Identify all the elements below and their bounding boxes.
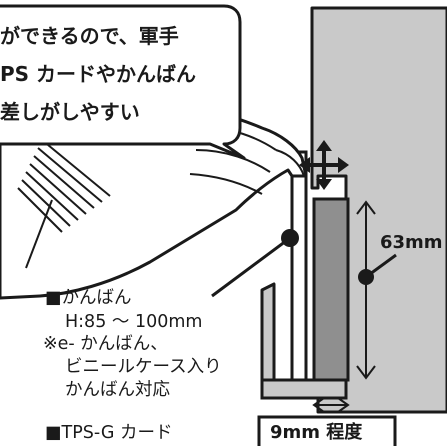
- height-dimension-label: 63mm: [380, 232, 443, 253]
- kanban-title: ■かんばん: [45, 288, 132, 308]
- holder-lip: [260, 282, 276, 382]
- bottom-bracket: [260, 378, 348, 400]
- kanban-leader-line: [211, 236, 291, 298]
- kanban-support-note: かんばん対応: [65, 380, 170, 400]
- tps-card-label: ■TPS-G カード: [45, 423, 173, 443]
- move-arrows-icon: [299, 140, 349, 190]
- card-slot-insert: [312, 197, 350, 382]
- glove-cuff-ribs: [17, 139, 111, 269]
- depth-dimension-label: 9mm 程度: [270, 422, 363, 443]
- kanban-card: [290, 150, 308, 382]
- kanban-size: H:85 ～ 100mm: [65, 312, 203, 332]
- bubble-line-3: 差しがしやすい: [0, 100, 140, 124]
- e-kanban-note: ※e- かんばん、: [43, 334, 168, 354]
- kanban-leader-dot: [281, 229, 299, 247]
- bubble-line-2: PS カードやかんばん: [0, 62, 197, 86]
- depth-dimension-arrow-right: [337, 397, 350, 413]
- depth-dimension-arrow-left: [312, 397, 325, 413]
- height-dimension-arrow-top: [356, 200, 376, 215]
- height-dimension-arrow-bottom: [356, 365, 376, 380]
- speech-bubble: [0, 4, 246, 160]
- vinyl-case-note: ビニールケース入り: [65, 357, 222, 377]
- height-leader-dot: [358, 269, 374, 285]
- depth-label-box: [257, 415, 397, 446]
- bubble-line-1: ができるので、軍手: [0, 24, 179, 48]
